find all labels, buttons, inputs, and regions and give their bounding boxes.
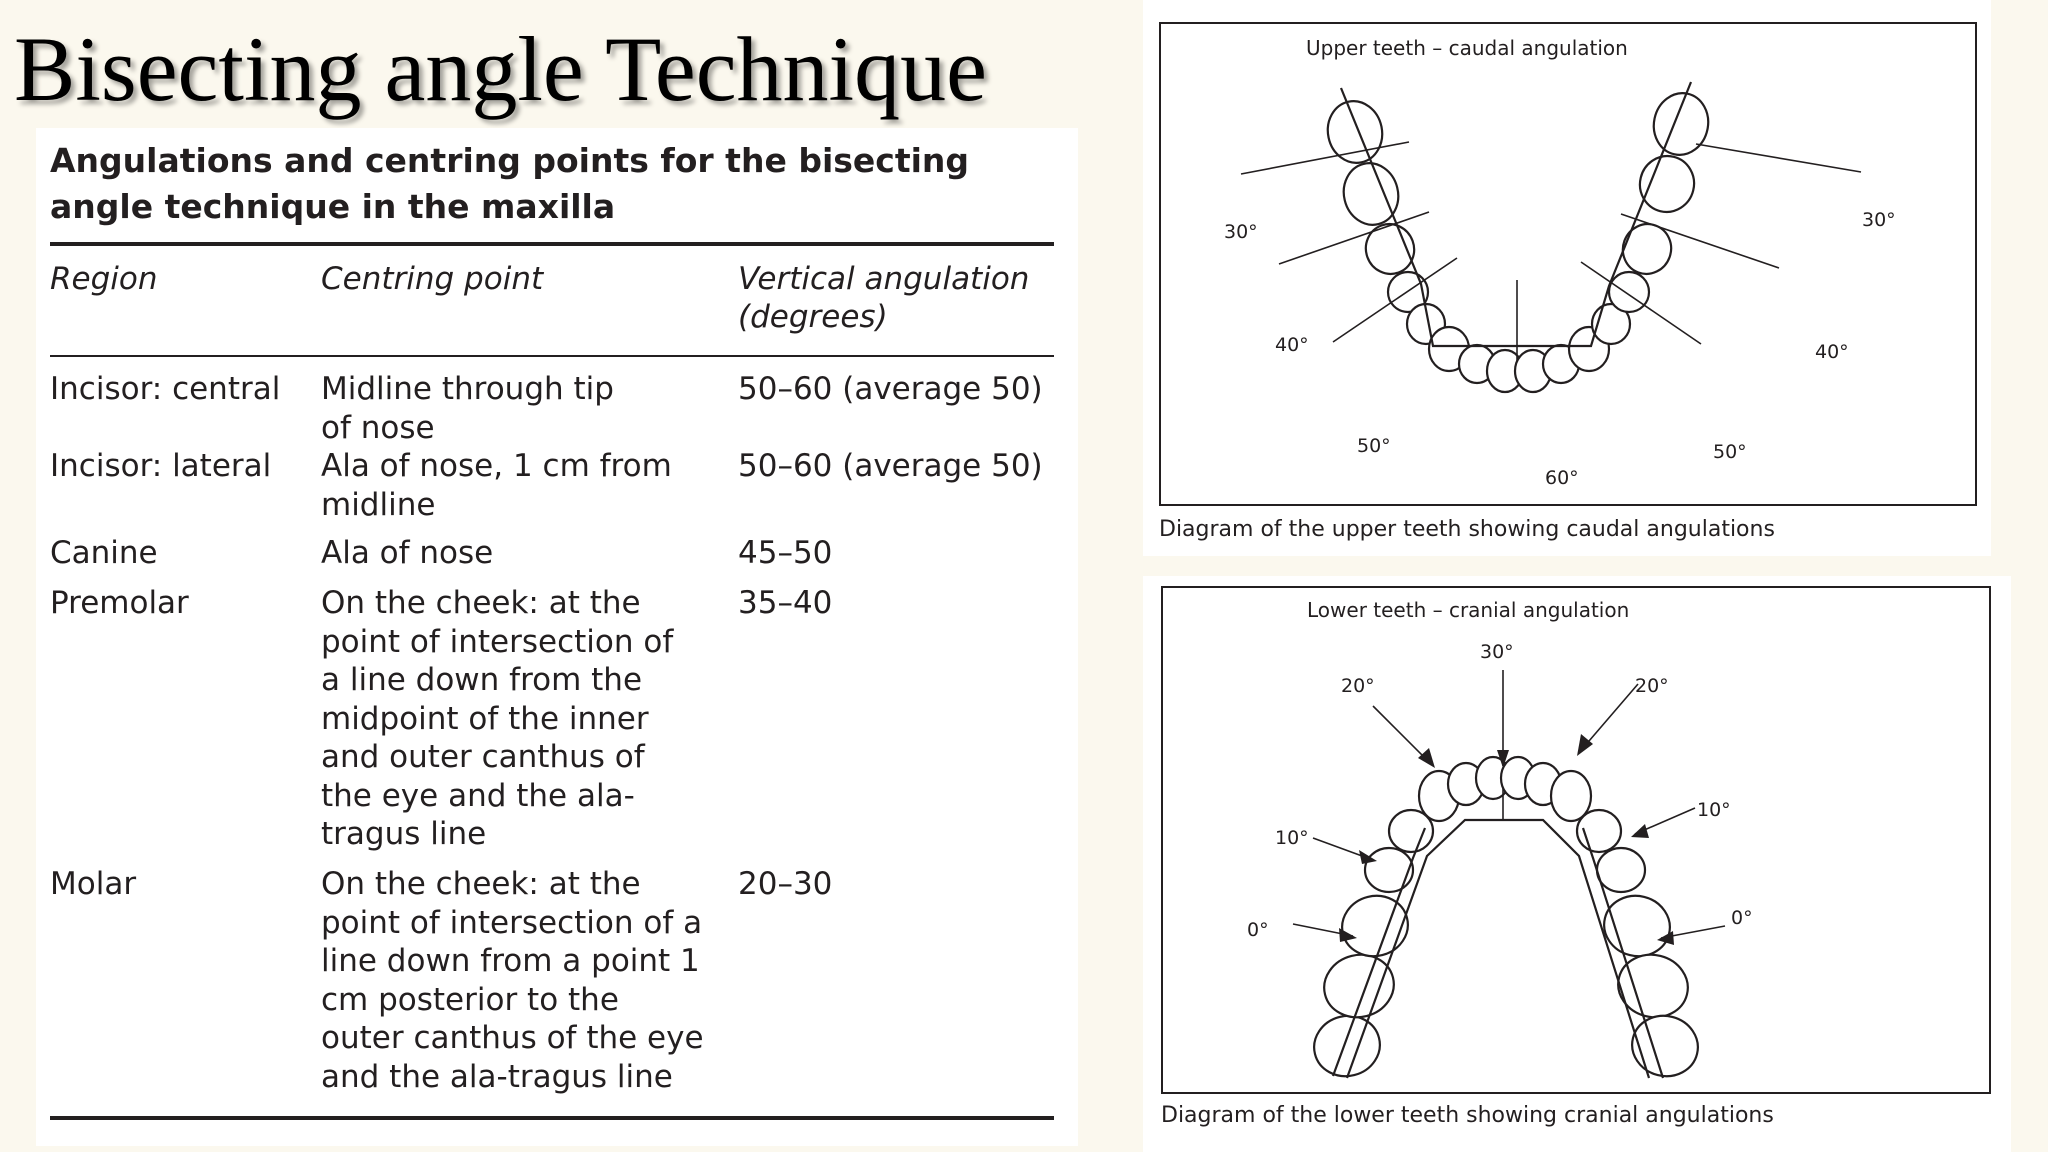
row-0-region: Incisor: central	[50, 371, 281, 407]
row-1-region: Incisor: lateral	[50, 448, 272, 484]
upper-angle-lines	[1240, 141, 1862, 362]
row-0-centring-point: Midline through tip of nose	[321, 371, 614, 446]
upper-teeth-diagram: 30° 30° 40° 40° 50° 50° 60° Upper teeth …	[1143, 0, 1991, 556]
table-caption: Angulations and centring points for the …	[50, 141, 970, 226]
upper-arch-drawing: 30° 30° 40° 40° 50° 50° 60°	[1224, 81, 1896, 489]
header-region: Region	[50, 261, 158, 297]
upper-label-center-60: 60°	[1545, 467, 1579, 489]
lower-diagram-frame: 30° 20° 20° 10° 10° 0° 0° Lower teeth – …	[1161, 586, 1991, 1094]
row-1-centring-point: Ala of nose, 1 cm from midline	[321, 448, 672, 523]
table-top-rule	[50, 242, 1054, 246]
lower-diagram-caption: Diagram of the lower teeth showing crani…	[1161, 1103, 1774, 1128]
row-4-region: Molar	[50, 866, 137, 902]
lower-arch-drawing: 30° 20° 20° 10° 10° 0° 0°	[1247, 641, 1753, 1079]
lower-angle-arrows	[1292, 670, 1726, 945]
lower-label-right-10: 10°	[1697, 799, 1731, 821]
lower-label-left-0: 0°	[1247, 919, 1269, 941]
upper-label-right-30: 30°	[1862, 209, 1896, 231]
angulation-table: Angulations and centring points for the …	[36, 128, 1078, 1146]
row-1-vertical-angulation: 50–60 (average 50)	[738, 448, 1043, 484]
header-vertical-angulation: Vertical angulation (degrees)	[738, 261, 1030, 335]
lower-label-right-0: 0°	[1731, 907, 1753, 929]
row-2-region: Canine	[50, 535, 158, 571]
lower-film-left-edge	[1331, 827, 1427, 1077]
upper-diagram-caption: Diagram of the upper teeth showing cauda…	[1159, 517, 1775, 542]
lower-diagram-heading: Lower teeth – cranial angulation	[1307, 598, 1630, 622]
table-bottom-rule	[50, 1116, 1054, 1120]
upper-film-outline	[1339, 81, 1693, 348]
upper-label-right-40: 40°	[1815, 341, 1849, 363]
lower-teeth-diagram: 30° 20° 20° 10° 10° 0° 0° Lower teeth – …	[1143, 576, 2011, 1152]
upper-teeth	[1326, 92, 1710, 394]
row-2-vertical-angulation: 45–50	[738, 535, 833, 571]
row-2-centring-point: Ala of nose	[321, 535, 494, 571]
lower-film-right-edge	[1581, 827, 1665, 1079]
row-3-region: Premolar	[50, 585, 189, 621]
lower-label-center-30: 30°	[1480, 641, 1514, 663]
table-header-rule	[50, 355, 1054, 357]
row-0-vertical-angulation: 50–60 (average 50)	[738, 371, 1043, 407]
upper-label-left-50: 50°	[1357, 435, 1391, 457]
lower-label-left-10: 10°	[1275, 827, 1309, 849]
row-4-vertical-angulation: 20–30	[738, 866, 833, 902]
lower-film-outline	[1345, 818, 1651, 1079]
upper-label-right-50: 50°	[1713, 441, 1747, 463]
lower-teeth	[1313, 755, 1699, 1078]
row-3-vertical-angulation: 35–40	[738, 585, 833, 621]
row-3-centring-point: On the cheek: at the point of intersecti…	[321, 585, 674, 852]
upper-diagram-frame: 30° 30° 40° 40° 50° 50° 60° Upper teeth …	[1159, 22, 1977, 506]
upper-diagram-heading: Upper teeth – caudal angulation	[1306, 36, 1628, 60]
header-centring-point: Centring point	[321, 261, 544, 297]
lower-label-right-20: 20°	[1635, 675, 1669, 697]
upper-label-left-30: 30°	[1224, 221, 1258, 243]
lower-label-left-20: 20°	[1341, 675, 1375, 697]
slide-title: Bisecting angle Technique	[14, 18, 987, 120]
upper-label-left-40: 40°	[1275, 334, 1309, 356]
row-4-centring-point: On the cheek: at the point of intersecti…	[321, 866, 704, 1095]
